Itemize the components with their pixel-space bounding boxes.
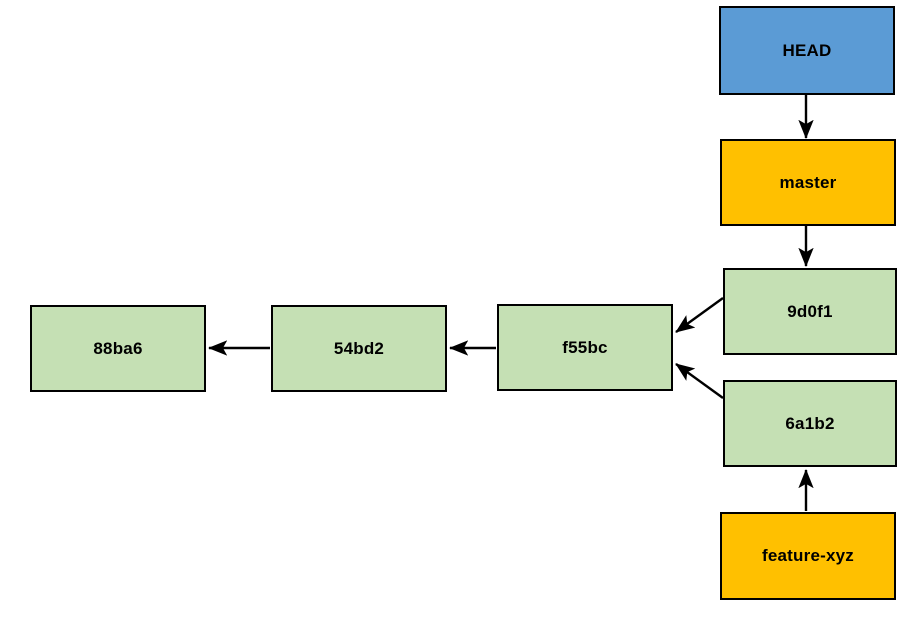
edge-9d0f1-to-f55bc [675,297,724,333]
node-commit-f55bc[interactable]: f55bc [497,304,673,391]
node-master[interactable]: master [720,139,896,226]
node-commit-9d0f1-label: 9d0f1 [787,301,833,321]
edge-6a1b2-to-f55bc [675,363,724,399]
node-commit-88ba6[interactable]: 88ba6 [30,305,206,392]
node-head-label: HEAD [782,40,832,60]
node-commit-54bd2-label: 54bd2 [333,338,385,358]
node-commit-6a1b2[interactable]: 6a1b2 [723,380,897,467]
node-feature-xyz[interactable]: feature-xyz [720,512,896,600]
node-commit-6a1b2-label: 6a1b2 [785,413,835,433]
node-commit-54bd2[interactable]: 54bd2 [271,305,447,392]
node-feature-xyz-label: feature-xyz [762,546,854,565]
node-commit-88ba6-label: 88ba6 [93,338,143,358]
node-head[interactable]: HEAD [719,6,895,95]
node-commit-f55bc-label: f55bc [562,337,608,357]
node-master-label: master [779,172,837,192]
node-commit-9d0f1[interactable]: 9d0f1 [723,268,897,355]
